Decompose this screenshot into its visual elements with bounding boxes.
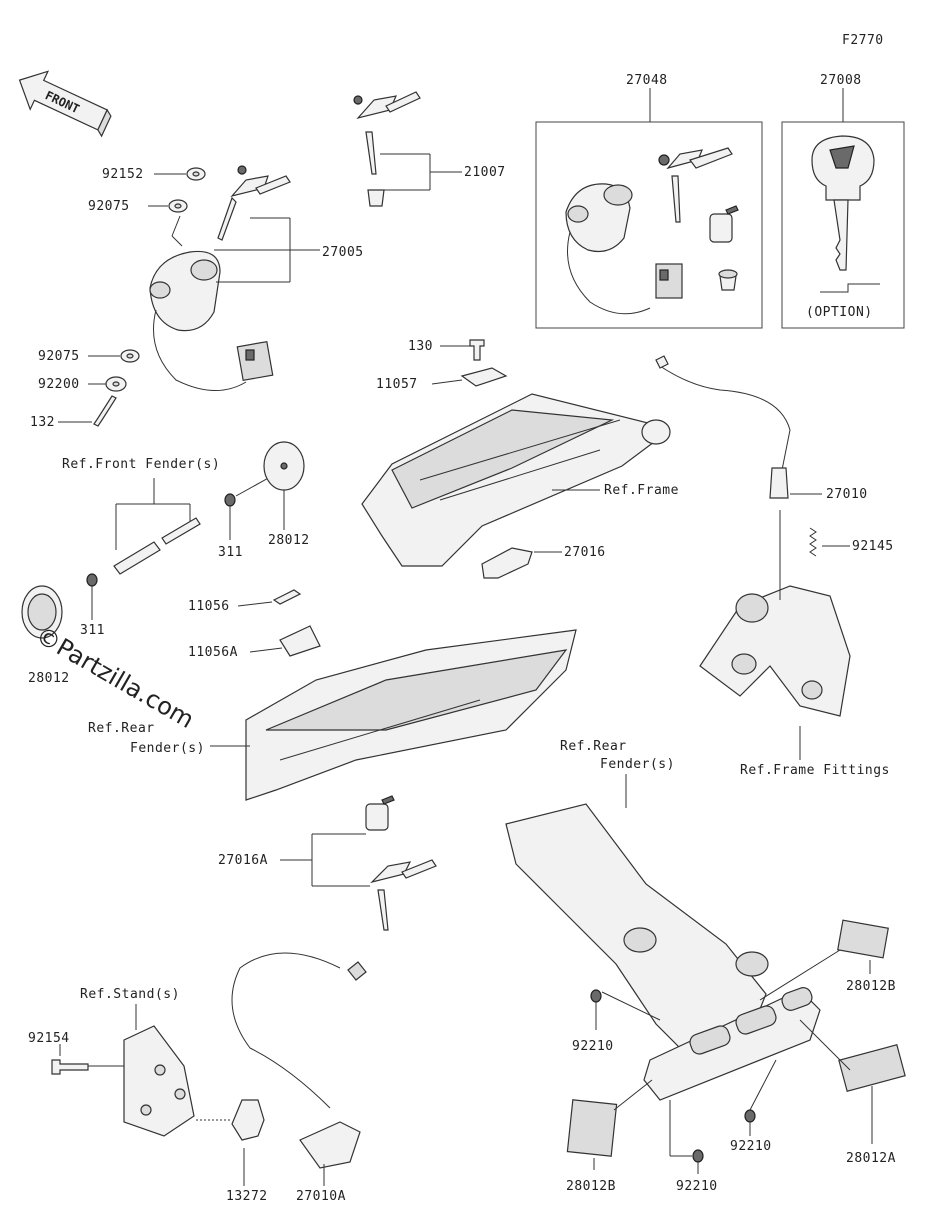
- clip-11056A: [279, 625, 321, 657]
- label-132: 132: [30, 415, 55, 430]
- reflector-icon: [263, 441, 305, 491]
- bolt-130: [469, 339, 485, 361]
- bolt-92154: [51, 1059, 89, 1075]
- label-28012-right: 28012: [268, 533, 310, 548]
- front-arrow-icon: FRONT: [18, 70, 112, 138]
- label-28012B-left: 28012B: [566, 1179, 616, 1194]
- label-92154: 92154: [28, 1031, 70, 1046]
- key-icon: [658, 147, 733, 223]
- label-ref-frame: Ref.Frame: [604, 483, 679, 498]
- nut-92210-a: [590, 989, 602, 1003]
- label-21007: 21007: [464, 165, 506, 180]
- label-28012B-right: 28012B: [846, 979, 896, 994]
- spring-92145: [809, 527, 817, 557]
- label-ref-front-fender: Ref.Front Fender(s): [62, 457, 220, 472]
- label-27010A: 27010A: [296, 1189, 346, 1200]
- label-11056A: 11056A: [188, 645, 238, 660]
- label-28012A: 28012A: [846, 1151, 896, 1166]
- label-92210-b: 92210: [730, 1139, 772, 1154]
- reflector-icon: [838, 1044, 906, 1092]
- rear-fender: [245, 629, 577, 801]
- reflector-bolt-right: [161, 517, 201, 545]
- key-icon: [370, 859, 437, 931]
- label-ref-frame-fittings: Ref.Frame Fittings: [740, 763, 890, 778]
- label-11056: 11056: [188, 599, 230, 614]
- label-27010: 27010: [826, 487, 868, 502]
- nut-92210-b: [744, 1109, 756, 1123]
- label-130: 130: [408, 339, 433, 354]
- label-311-right: 311: [218, 545, 243, 560]
- ignition-switch-icon: [565, 183, 683, 315]
- side-stand-switch-27010A: [231, 952, 367, 1169]
- label-92075-bottom: 92075: [38, 349, 80, 364]
- frame-assembly: [361, 393, 671, 567]
- lock-cylinder-icon: [365, 795, 395, 831]
- label-27005: 27005: [322, 245, 364, 260]
- label-92075-top: 92075: [88, 199, 130, 214]
- label-28012-left: 28012: [28, 671, 70, 686]
- label-92210-a: 92210: [572, 1039, 614, 1054]
- nut-311-right: [224, 493, 236, 507]
- license-bracket: [643, 987, 821, 1101]
- bracket-27016: [481, 547, 533, 579]
- cap-21007: [367, 189, 385, 207]
- label-27016: 27016: [564, 545, 606, 560]
- reflector-icon: [21, 585, 63, 639]
- clip-11056: [272, 589, 302, 605]
- label-ref-stand: Ref.Stand(s): [80, 987, 180, 1002]
- nut-92210-c: [692, 1149, 704, 1163]
- ignition-switch-27005: [149, 250, 274, 391]
- label-92145: 92145: [852, 539, 894, 554]
- label-11057: 11057: [376, 377, 418, 392]
- label-ref-rear-fender-2b: Fender(s): [600, 757, 675, 772]
- label-92210-c: 92210: [676, 1179, 718, 1194]
- bolt-132: [93, 395, 117, 427]
- label-27008: 27008: [820, 73, 862, 88]
- cap-icon: [718, 269, 738, 291]
- diagram-code: F2770: [842, 33, 884, 48]
- label-ref-rear-fender-1b: Fender(s): [130, 741, 205, 756]
- nut-311-left: [86, 573, 98, 587]
- key-icon: [353, 91, 421, 175]
- cable-27010: [655, 355, 791, 499]
- reflector-icon: [566, 1099, 618, 1157]
- reflector-bolt-left: [113, 541, 161, 575]
- label-ref-rear-fender-2a: Ref.Rear: [560, 739, 627, 754]
- stand-plate: [123, 1025, 195, 1137]
- bracket-13272: [231, 1099, 265, 1141]
- bracket-11057: [460, 367, 508, 387]
- key-blank-icon: [811, 135, 880, 293]
- label-13272: 13272: [226, 1189, 268, 1200]
- frame-fittings: [699, 585, 851, 717]
- label-92200: 92200: [38, 377, 80, 392]
- reflector-icon: [837, 919, 889, 959]
- kit-27048-box: [535, 121, 763, 329]
- label-ref-rear-fender-1a: Ref.Rear: [88, 721, 155, 736]
- label-27048: 27048: [626, 73, 668, 88]
- label-27016A: 27016A: [218, 853, 268, 868]
- label-92152: 92152: [102, 167, 144, 182]
- label-option: (OPTION): [806, 305, 873, 320]
- label-311-left: 311: [80, 623, 105, 638]
- lock-cylinder-icon: [709, 205, 739, 243]
- key-icon: [217, 165, 291, 241]
